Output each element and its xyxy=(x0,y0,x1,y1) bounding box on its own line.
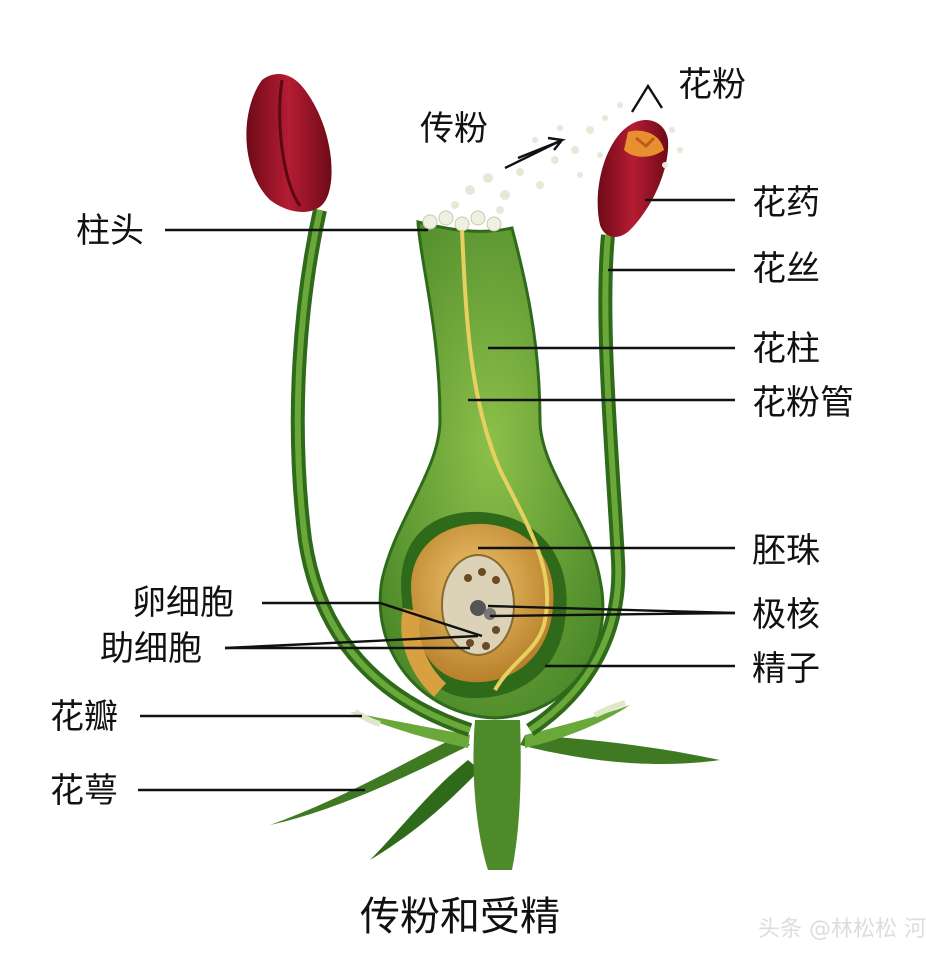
label-pollination: 传粉 xyxy=(420,109,488,149)
airborne-pollen xyxy=(451,102,683,214)
label-sepal: 花萼 xyxy=(50,771,118,811)
embryo-sac-nuclei xyxy=(464,568,500,650)
left-anther xyxy=(246,74,332,212)
label-pollen-tube: 花粉管 xyxy=(752,383,854,423)
label-egg-cell: 卵细胞 xyxy=(132,583,234,623)
label-stigma: 柱头 xyxy=(76,211,144,251)
sepal-shape xyxy=(270,735,720,860)
diagram-title: 传粉和受精 xyxy=(360,894,560,940)
label-filament: 花丝 xyxy=(752,249,820,289)
label-synergid: 助细胞 xyxy=(100,629,202,669)
label-pollen: 花粉 xyxy=(678,65,746,105)
petal-shape xyxy=(350,700,630,748)
label-petal: 花瓣 xyxy=(50,697,118,737)
leader-lines xyxy=(138,83,736,792)
label-style: 花柱 xyxy=(752,329,820,369)
stem xyxy=(473,720,521,870)
right-anther xyxy=(597,120,669,237)
pollen-tube-path xyxy=(460,229,550,691)
label-anther: 花药 xyxy=(752,183,820,223)
label-ovule: 胚珠 xyxy=(752,531,820,571)
label-polar-nuclei: 极核 xyxy=(752,595,820,635)
watermark: 头条 @林松松 河东果事 xyxy=(758,917,926,942)
label-sperm: 精子 xyxy=(752,649,820,689)
stigma-pollen xyxy=(422,210,502,232)
